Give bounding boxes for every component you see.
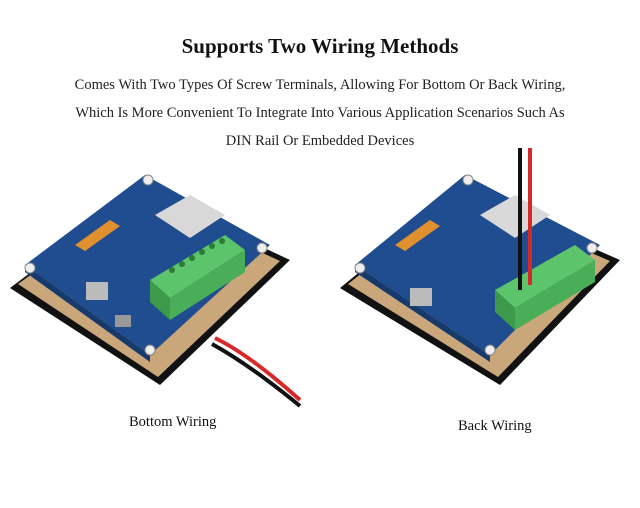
ribbon-connector	[75, 220, 120, 251]
bottom-wiring-caption: Bottom Wiring	[129, 414, 217, 430]
description-line-3: DIN Rail Or Embedded Devices	[225, 133, 415, 149]
back-wiring-board-image	[340, 148, 620, 385]
ribbon-connector	[395, 220, 440, 251]
sd-card-slot	[86, 282, 108, 300]
black-wire	[211, 342, 302, 408]
bottom-wiring-board-image	[10, 174, 302, 408]
screw-terminal	[495, 245, 595, 308]
description-line-2: Which Is More Convenient To Integrate In…	[75, 105, 565, 121]
esp32-module	[155, 195, 225, 238]
back-wiring-caption: Back Wiring	[458, 418, 532, 434]
esp32-module	[480, 195, 550, 238]
red-wire	[214, 336, 302, 402]
usb-port	[115, 315, 131, 327]
description-line-1: Comes With Two Types Of Screw Terminals,…	[74, 77, 566, 93]
sd-card-slot	[410, 288, 432, 306]
page-title: Supports Two Wiring Methods	[181, 34, 459, 58]
screw-terminal	[150, 235, 245, 298]
